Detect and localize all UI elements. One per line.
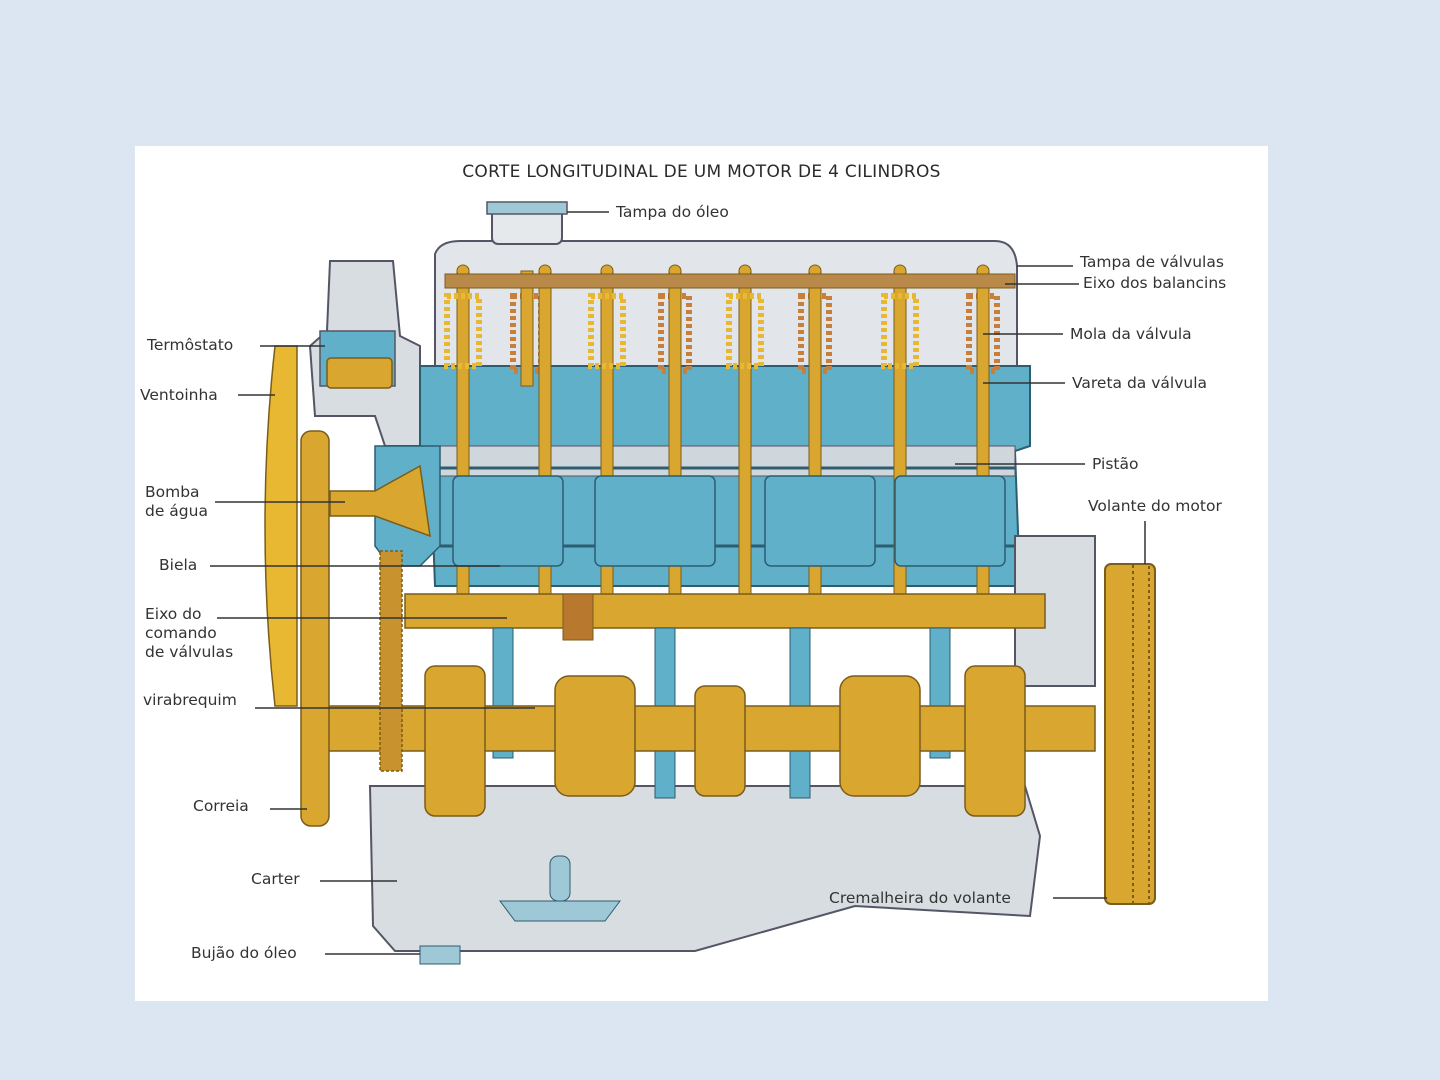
label-tampa-valvulas: Tampa de válvulas <box>1080 253 1224 272</box>
label-carter: Carter <box>251 870 300 889</box>
label-virabrequim: virabrequim <box>143 691 237 710</box>
label-bomba-line1: Bomba <box>145 483 208 502</box>
label-vareta-valvula: Vareta da válvula <box>1072 374 1207 393</box>
label-biela: Biela <box>159 556 197 575</box>
label-eixo-line1: Eixo do <box>145 605 233 624</box>
label-eixo-line3: de válvulas <box>145 643 233 662</box>
label-eixo-balancins: Eixo dos balancins <box>1083 274 1226 293</box>
label-bujao-oleo: Bujão do óleo <box>191 944 297 963</box>
label-termostato: Termôstato <box>147 336 233 355</box>
label-eixo-line2: comando <box>145 624 233 643</box>
label-pistao: Pistão <box>1092 455 1138 474</box>
label-tampa-oleo: Tampa do óleo <box>616 203 729 222</box>
label-volante-motor: Volante do motor <box>1088 497 1222 516</box>
diagram-panel: CORTE LONGITUDINAL DE UM MOTOR DE 4 CILI… <box>135 146 1268 1001</box>
label-bomba-line2: de água <box>145 502 208 521</box>
label-cremalheira: Cremalheira do volante <box>829 889 1011 908</box>
label-mola-valvula: Mola da válvula <box>1070 325 1192 344</box>
label-bomba-agua: Bomba de água <box>145 483 208 521</box>
label-ventoinha: Ventoinha <box>140 386 218 405</box>
label-correia: Correia <box>193 797 249 816</box>
label-eixo-comando: Eixo do comando de válvulas <box>145 605 233 662</box>
